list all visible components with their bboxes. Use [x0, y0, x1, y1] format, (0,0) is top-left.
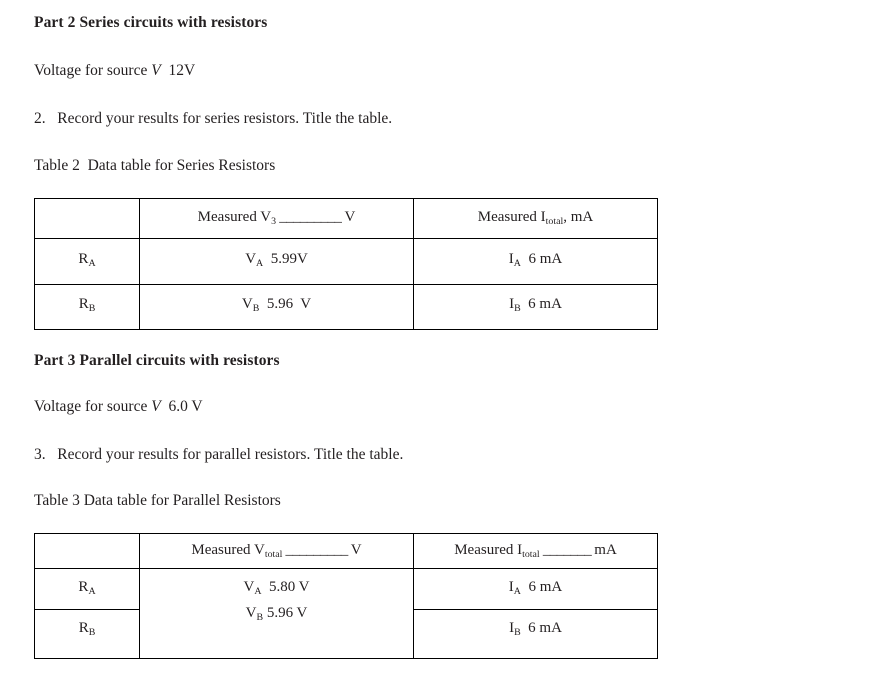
part3-source-voltage-line: Voltage for source V 6.0 V	[34, 398, 203, 415]
table-row: Measured V3 _________ V Measured Itotal,…	[34, 198, 658, 239]
subscript: B	[514, 626, 521, 638]
table2-header-corner	[34, 198, 140, 239]
part3-heading: Part 3 Parallel circuits with resistors	[34, 352, 280, 369]
table2-row-a-voltage: VA 5.99V	[139, 238, 414, 285]
part2-voltage-symbol: V	[151, 62, 161, 79]
table2-caption: Table 2 Data table for Series Resistors	[34, 157, 276, 174]
table-row: Measured Vtotal _________ V Measured Ito…	[34, 533, 658, 569]
table-2-series-resistors: Measured V3 _________ V Measured Itotal,…	[34, 198, 658, 330]
fill-in-blank: _________	[282, 542, 351, 558]
subscript: total	[522, 548, 540, 560]
table2-row-a-current: IA 6 mA	[413, 238, 658, 285]
fill-in-blank: _________	[276, 209, 345, 225]
part3-voltage-label: Voltage for source	[34, 398, 152, 415]
subscript: B	[88, 302, 96, 314]
part2-instruction: 2. Record your results for series resist…	[34, 110, 393, 127]
table3-row-a-label: RA	[34, 568, 140, 610]
part2-source-voltage-line: Voltage for source V 12V	[34, 62, 195, 79]
subscript: 3	[271, 215, 277, 227]
table2-header-voltage: Measured V3 _________ V	[139, 198, 414, 239]
subscript: B	[88, 626, 96, 638]
subscript: A	[88, 585, 96, 597]
table3-caption: Table 3 Data table for Parallel Resistor…	[34, 492, 281, 509]
part2-voltage-value: 12V	[160, 62, 196, 79]
table2-row-b-current: IB 6 mA	[413, 284, 658, 330]
table2-row-b-label: RB	[34, 284, 140, 330]
table3-row-b-label: RB	[34, 609, 140, 659]
fill-in-blank: _______	[539, 542, 595, 558]
subscript: A	[513, 585, 521, 597]
table3-row-b-current: IB 6 mA	[413, 609, 658, 659]
table-row: RB IB 6 mA	[34, 609, 658, 659]
table3-header-voltage: Measured Vtotal _________ V	[139, 533, 414, 569]
part3-voltage-symbol: V	[151, 398, 161, 415]
subscript: B	[256, 612, 264, 624]
part3-voltage-value: 6.0 V	[160, 398, 203, 415]
table2-header-current: Measured Itotal, mA	[413, 198, 658, 239]
part2-heading: Part 2 Series circuits with resistors	[34, 14, 268, 31]
table3-row-a-current: IA 6 mA	[413, 568, 658, 610]
table2-row-b-voltage: VB 5.96 V	[139, 284, 414, 330]
table3-header-corner	[34, 533, 140, 569]
table-row: RA VA 5.99V IA 6 mA	[34, 238, 658, 285]
table-3-parallel-resistors: Measured Vtotal _________ V Measured Ito…	[34, 533, 658, 659]
table3-voltage-line-b: VB 5.96 V	[245, 605, 308, 624]
part3-instruction: 3. Record your results for parallel resi…	[34, 446, 404, 463]
subscript: A	[256, 257, 264, 269]
table3-header-current: Measured Itotal _______ mA	[413, 533, 658, 569]
subscript: B	[252, 302, 260, 314]
table2-row-a-label: RA	[34, 238, 140, 285]
subscript: A	[88, 257, 96, 269]
subscript: A	[254, 585, 262, 597]
table-row: RB VB 5.96 V IB 6 mA	[34, 284, 658, 330]
subscript: A	[513, 257, 521, 269]
part2-voltage-label: Voltage for source	[34, 62, 152, 79]
subscript: B	[514, 302, 521, 314]
subscript: total	[264, 548, 283, 560]
subscript: total	[545, 215, 564, 227]
